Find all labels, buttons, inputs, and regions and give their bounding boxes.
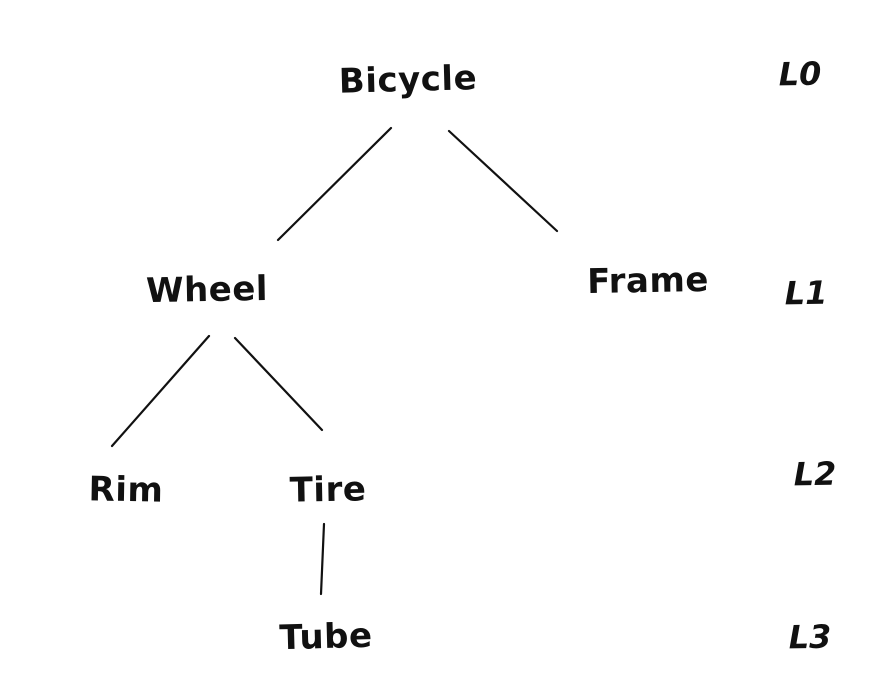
level-label-l0: L0 — [778, 54, 822, 94]
level-label-l3: L3 — [788, 617, 832, 657]
node-frame: Frame — [586, 259, 710, 303]
node-rim: Rim — [88, 469, 164, 511]
node-bicycle: Bicycle — [338, 58, 478, 102]
edge-bicycle-wheel — [276, 126, 393, 242]
level-label-l2: L2 — [793, 454, 837, 494]
node-tube: Tube — [278, 615, 374, 659]
node-tire: Tire — [289, 469, 367, 511]
edge-tire-tube — [319, 522, 326, 596]
level-label-l1: L1 — [784, 273, 828, 313]
node-wheel: Wheel — [145, 268, 269, 312]
edge-wheel-rim — [110, 334, 211, 448]
edge-bicycle-frame — [447, 129, 559, 233]
edge-wheel-tire — [233, 336, 324, 432]
